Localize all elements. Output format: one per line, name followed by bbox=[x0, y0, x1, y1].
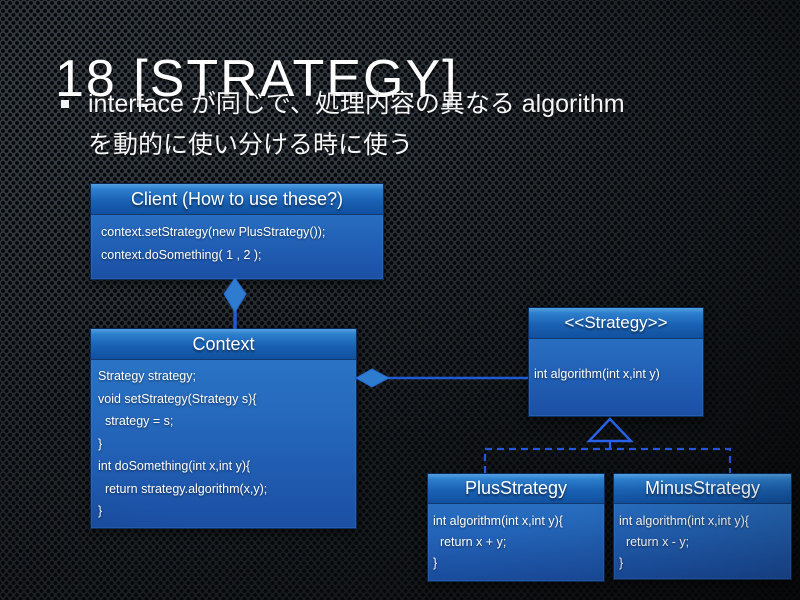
class-box-plus-strategy-code: int algorithm(int x,int y){ return x + y… bbox=[433, 514, 563, 570]
class-box-client-code: context.setStrategy(new PlusStrategy());… bbox=[101, 225, 326, 262]
bullet-square-icon bbox=[61, 100, 69, 108]
class-box-strategy-title: <<Strategy>> bbox=[529, 308, 703, 339]
class-box-plus-strategy-title: PlusStrategy bbox=[428, 474, 604, 504]
class-box-client-title: Client (How to use these?) bbox=[91, 184, 383, 215]
composition-diamond-icon bbox=[223, 277, 247, 313]
slide-title: 18 [STRATEGY] bbox=[55, 49, 459, 108]
class-box-minus-strategy-title: MinusStrategy bbox=[614, 474, 791, 504]
class-box-context-title: Context bbox=[91, 329, 356, 360]
bullet-text-line-1: interface が同じで、処理内容の異なる algorithm bbox=[88, 90, 625, 118]
class-box-strategy-code: int algorithm(int x,int y) bbox=[534, 367, 660, 381]
class-box-strategy: <<Strategy>> int algorithm(int x,int y) bbox=[528, 307, 704, 417]
class-box-plus-strategy: PlusStrategy int algorithm(int x,int y){… bbox=[427, 473, 605, 582]
bullet-text: interface が同じで、処理内容の異なる algorithm を動的に使い… bbox=[88, 84, 748, 166]
composition-diamond-icon bbox=[354, 368, 391, 388]
class-box-context: Context Strategy strategy; void setStrat… bbox=[90, 328, 357, 529]
class-box-client: Client (How to use these?) context.setSt… bbox=[90, 183, 384, 280]
bullet-text-line-2: を動的に使い分ける時に使う bbox=[88, 131, 414, 159]
inheritance-triangle-icon bbox=[586, 417, 634, 443]
class-box-minus-strategy: MinusStrategy int algorithm(int x,int y)… bbox=[613, 473, 792, 580]
class-box-context-code: Strategy strategy; void setStrategy(Stra… bbox=[98, 369, 268, 518]
class-box-minus-strategy-code: int algorithm(int x,int y){ return x - y… bbox=[619, 514, 749, 570]
connector-realization-dashed bbox=[483, 447, 732, 473]
